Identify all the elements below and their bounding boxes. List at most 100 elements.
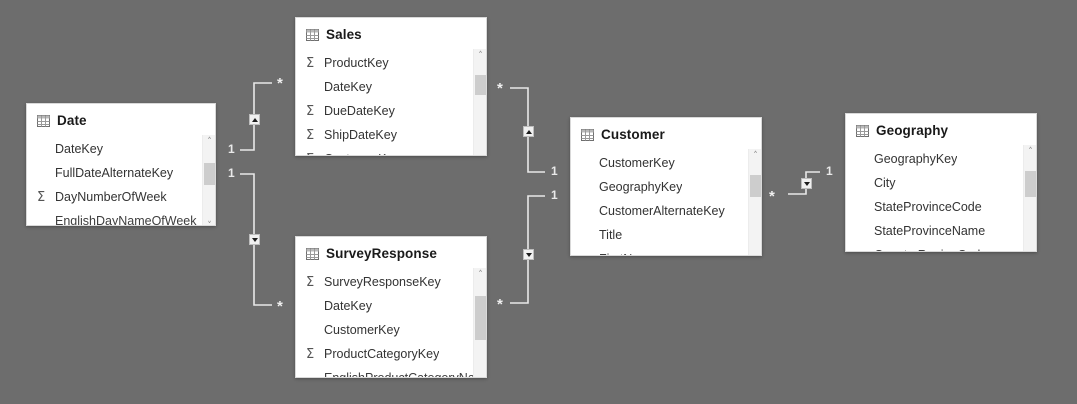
field-name: DueDateKey (324, 104, 395, 118)
table-header-customer[interactable]: Customer (571, 118, 761, 149)
measure-sigma-icon: Σ (306, 346, 315, 362)
scroll-up-icon[interactable]: ˄ (478, 51, 483, 61)
cardinality-label-from-sales-customer: 1 (551, 164, 558, 178)
table-grid-icon (306, 247, 319, 260)
field-name: ProductCategoryKey (324, 347, 440, 361)
field-name: StateProvinceName (874, 224, 986, 238)
scroll-down-icon[interactable]: ˅ (207, 221, 212, 226)
field-list-scrollbar[interactable]: ˄˅ (748, 149, 761, 255)
field-name: GeographyKey (874, 152, 958, 166)
field-row[interactable]: StateProvinceName (846, 219, 1036, 243)
scrollbar-thumb[interactable] (204, 163, 215, 185)
arrow-triangle (525, 129, 532, 134)
field-row[interactable]: EnglishDayNameOfWeek (27, 209, 215, 226)
field-indent-spacer (581, 229, 599, 242)
field-indent-spacer (581, 157, 599, 170)
table-title: Sales (326, 27, 362, 42)
field-indent-spacer (856, 249, 874, 252)
field-name: GeographyKey (599, 180, 683, 194)
cardinality-label-from-date-surveyresponse: 1 (228, 166, 235, 180)
field-row[interactable]: DateKey (296, 294, 486, 318)
field-row[interactable]: GeographyKey (846, 147, 1036, 171)
scroll-up-icon[interactable]: ˄ (1028, 147, 1033, 157)
field-name: CountryRegionCode (874, 248, 987, 251)
field-row[interactable]: GeographyKey (571, 175, 761, 199)
field-list-scrollbar[interactable]: ˄˅ (1023, 145, 1036, 251)
field-list-scrollbar[interactable]: ˄˅ (473, 268, 487, 378)
field-row[interactable]: CountryRegionCode (846, 243, 1036, 252)
cardinality-label-to-date-surveyresponse: * (277, 298, 283, 315)
field-indent-spacer (856, 153, 874, 166)
scroll-up-icon[interactable]: ˄ (207, 137, 212, 147)
cross-filter-direction-arrow-icon-date-sales[interactable] (249, 114, 260, 125)
field-list-geography: GeographyKey City StateProvinceCode Stat… (846, 145, 1036, 252)
arrow-triangle (251, 237, 258, 242)
field-name: FullDateAlternateKey (55, 166, 174, 180)
field-list-scrollbar[interactable]: ˄˅ (473, 49, 486, 155)
field-row[interactable]: CustomerKey (296, 318, 486, 342)
field-row[interactable]: CustomerKey (571, 151, 761, 175)
scroll-down-icon[interactable]: ˅ (474, 377, 487, 378)
cross-filter-direction-arrow-icon-date-surveyresponse[interactable] (249, 234, 260, 245)
field-name: SurveyResponseKey (324, 275, 441, 289)
field-row[interactable]: ΣCustomerKey (296, 147, 486, 156)
field-row[interactable]: DateKey (27, 137, 215, 161)
field-row[interactable]: DateKey (296, 75, 486, 99)
field-name: FirstName (599, 252, 657, 255)
field-indent-spacer (37, 215, 55, 226)
scrollbar-thumb[interactable] (750, 175, 761, 197)
table-header-surveyresponse[interactable]: SurveyResponse (296, 237, 486, 268)
measure-sigma-icon: Σ (37, 189, 46, 205)
table-header-date[interactable]: Date (27, 104, 215, 135)
field-row[interactable]: Σ ProductCategoryKey (296, 342, 486, 366)
cross-filter-direction-arrow-icon-sales-customer[interactable] (523, 126, 534, 137)
field-list-scrollbar[interactable]: ˄˅ (202, 135, 215, 226)
arrow-triangle (803, 181, 810, 186)
field-name: EnglishDayNameOfWeek (55, 214, 197, 226)
table-title: SurveyResponse (326, 246, 437, 261)
field-row[interactable]: CustomerAlternateKey (571, 199, 761, 223)
field-indent-spacer (37, 167, 55, 180)
field-row[interactable]: FullDateAlternateKey (27, 161, 215, 185)
field-indent-spacer (306, 324, 324, 337)
field-indent-spacer (306, 300, 324, 313)
field-indent-spacer (306, 81, 324, 94)
field-indent-spacer (581, 205, 599, 218)
field-name: CustomerKey (324, 323, 400, 337)
scroll-up-icon[interactable]: ˄ (478, 270, 483, 280)
scrollbar-thumb[interactable] (475, 75, 486, 95)
table-header-geography[interactable]: Geography (846, 114, 1036, 145)
cardinality-label-to-date-sales: * (277, 75, 283, 92)
field-row[interactable]: StateProvinceCode (846, 195, 1036, 219)
field-indent-spacer (306, 372, 324, 378)
field-name: City (874, 176, 896, 190)
table-header-sales[interactable]: Sales (296, 18, 486, 49)
cardinality-label-from-customer-geography: 1 (826, 164, 833, 178)
table-grid-icon (581, 128, 594, 141)
field-name: DateKey (324, 80, 372, 94)
cross-filter-direction-arrow-icon-surveyresponse-customer[interactable] (523, 249, 534, 260)
cross-filter-direction-arrow-icon-customer-geography[interactable] (801, 178, 812, 189)
scrollbar-thumb[interactable] (475, 296, 486, 340)
field-row[interactable]: Title (571, 223, 761, 247)
field-row[interactable]: EnglishProductCategoryName (296, 366, 486, 378)
table-card-customer[interactable]: Customer CustomerKey GeographyKey Custom… (570, 117, 762, 256)
scroll-up-icon[interactable]: ˄ (753, 151, 758, 161)
measure-sigma-icon: Σ (306, 153, 324, 156)
table-card-geography[interactable]: Geography GeographyKey City StateProvinc… (845, 113, 1037, 252)
field-row[interactable]: FirstName (571, 247, 761, 255)
scrollbar-thumb[interactable] (1025, 171, 1036, 197)
field-row[interactable]: City (846, 171, 1036, 195)
